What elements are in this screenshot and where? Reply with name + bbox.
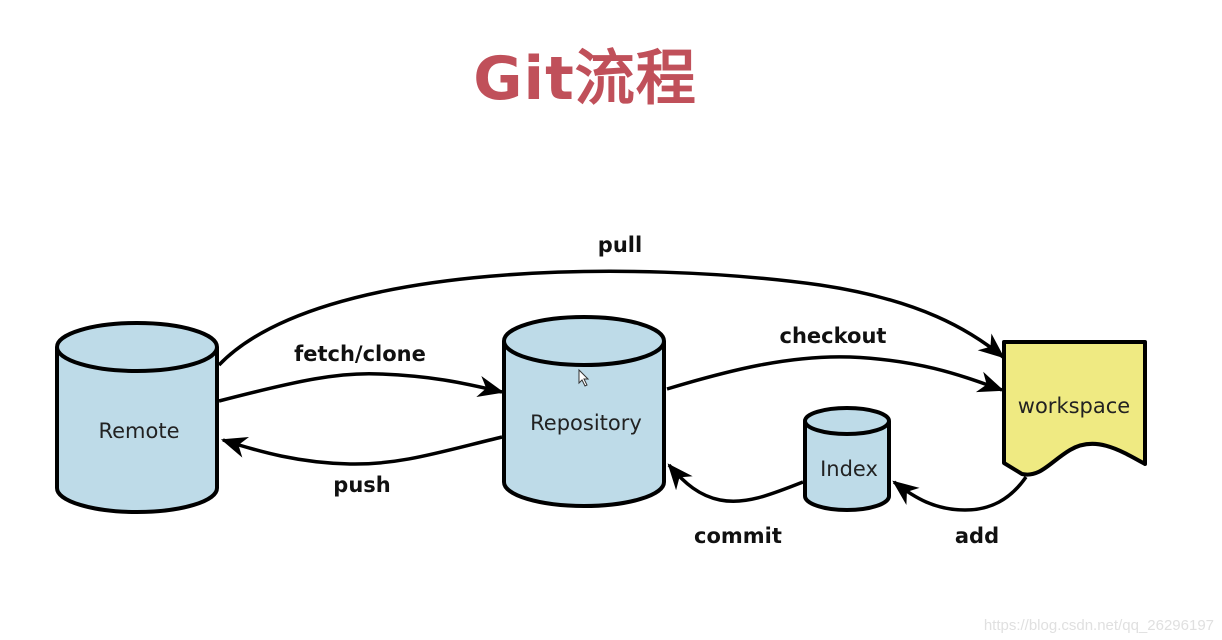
edge-push — [220, 435, 503, 466]
edge-add-label: add — [955, 524, 999, 548]
edge-checkout-label: checkout — [780, 324, 887, 348]
repository-label: Repository — [530, 411, 642, 435]
node-repository: Repository — [502, 315, 666, 508]
page-title: Git流程 — [473, 44, 697, 114]
edge-pull-label: pull — [598, 233, 642, 257]
index-label: Index — [820, 457, 878, 481]
workspace-label: workspace — [1018, 394, 1130, 418]
node-workspace: workspace — [1002, 340, 1147, 477]
edge-push-label: push — [333, 473, 390, 497]
edge-pull — [217, 269, 1005, 367]
edge-commit — [667, 463, 804, 504]
mouse-cursor-icon — [578, 368, 590, 387]
node-remote: Remote — [55, 321, 219, 514]
edge-checkout — [666, 355, 1005, 393]
watermark: https://blog.csdn.net/qq_26296197 — [983, 617, 1214, 634]
remote-label: Remote — [98, 419, 179, 443]
edge-commit-label: commit — [694, 524, 782, 548]
edge-fetch-clone — [218, 371, 505, 403]
edge-fetch-clone-label: fetch/clone — [294, 342, 426, 366]
edge-add — [892, 476, 1028, 512]
node-index: Index — [803, 406, 891, 512]
